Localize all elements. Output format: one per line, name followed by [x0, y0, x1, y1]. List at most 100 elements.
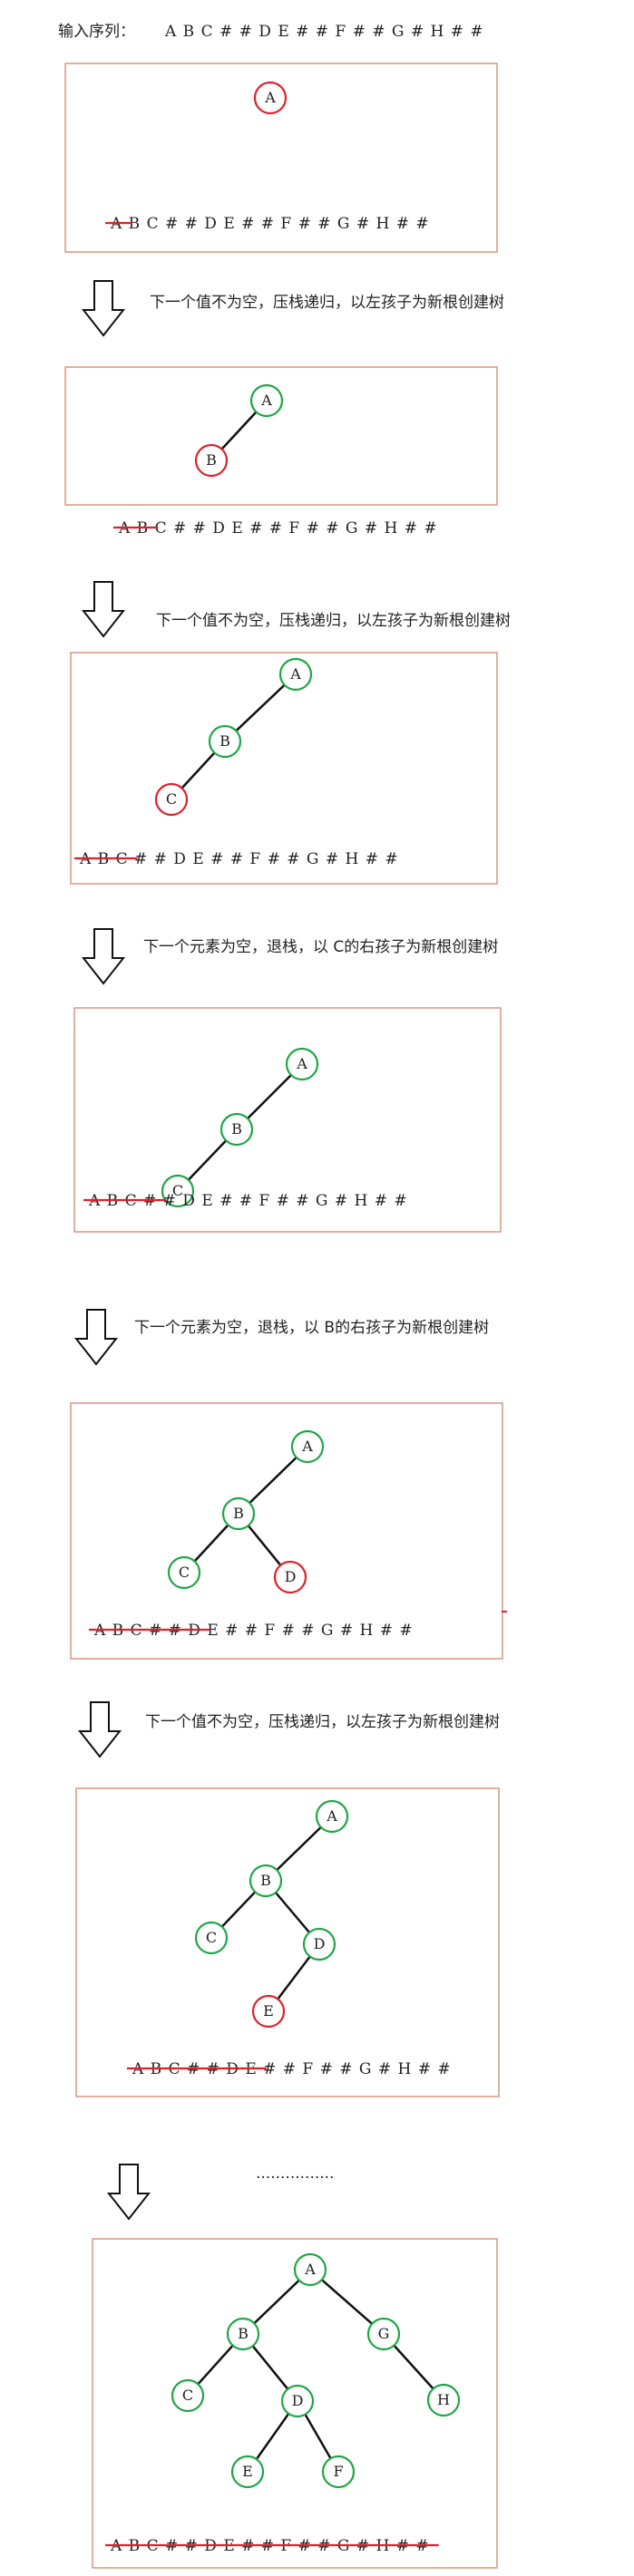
node-A: [315, 1799, 349, 1834]
node-D: [280, 2384, 315, 2418]
node-B: [221, 1496, 256, 1531]
step-sequence: A B C # # D E # # F # # G # H # #: [79, 850, 399, 868]
edge-A-B: [253, 2279, 300, 2325]
edge-B-C: [180, 751, 216, 789]
node-E: [230, 2455, 265, 2489]
node-label-C: C: [182, 2387, 193, 2404]
node-F: [321, 2455, 356, 2489]
node-C: [171, 2378, 205, 2413]
step-frame: [70, 1402, 503, 1660]
node-B: [194, 443, 229, 478]
node-label-A: A: [260, 392, 272, 409]
node-label-C: C: [172, 1182, 183, 1199]
node-label-H: H: [437, 2391, 450, 2408]
edge-B-D: [251, 2345, 289, 2390]
input-sequence-label: 输入序列：: [58, 23, 135, 41]
node-label-C: C: [166, 790, 177, 808]
node-B: [219, 1112, 254, 1147]
down-arrow-icon: [106, 2164, 151, 2221]
node-label-A: A: [301, 1438, 313, 1455]
node-label-C: C: [206, 1929, 217, 1946]
node-C: [167, 1555, 201, 1590]
edge-A-B: [220, 411, 258, 450]
step-frame: [92, 2238, 498, 2569]
edge-A-B: [235, 683, 286, 732]
node-label-B: B: [238, 2325, 249, 2342]
step-caption: 下一个元素为空，退栈，以 C的右孩子为新根创建树: [143, 938, 498, 956]
node-label-G: G: [378, 2325, 390, 2342]
step-caption: 下一个元素为空，退栈，以 B的右孩子为新根创建树: [134, 1319, 489, 1337]
step-frame: [70, 652, 498, 885]
node-label-F: F: [333, 2463, 343, 2480]
edge-D-F: [304, 2414, 332, 2459]
node-label-B: B: [206, 451, 217, 469]
node-label-B: B: [233, 1505, 244, 1522]
step-1: A A B C # # D E # # F # # G # H # #: [64, 63, 498, 253]
down-arrow-icon: [73, 1309, 119, 1366]
node-D: [273, 1560, 307, 1594]
node-label-E: E: [242, 2463, 253, 2480]
node-A: [285, 1047, 319, 1081]
down-arrow-icon: [81, 928, 126, 985]
node-label-A: A: [289, 665, 301, 683]
edge-B-C: [187, 1139, 228, 1181]
edge-A-B: [249, 1456, 297, 1505]
node-label-D: D: [285, 1568, 297, 1585]
step-frame: [73, 1007, 502, 1233]
step-frame: [64, 63, 498, 253]
edge-A-B: [247, 1074, 292, 1119]
edge-A-G: [320, 2279, 374, 2325]
node-label-A: A: [326, 1807, 337, 1825]
step-frame: [75, 1787, 500, 2097]
node-label-A: A: [304, 2261, 316, 2278]
node-C: [154, 782, 189, 817]
edge-B-C: [197, 2344, 234, 2386]
down-arrow-icon: [77, 1701, 122, 1758]
down-arrow-icon: [81, 581, 126, 638]
node-C: [161, 1174, 195, 1208]
steps-layer: AA B C # # D E # # F # # G # H # #下一个值不为…: [64, 63, 511, 2569]
step-2: 下一个值不为空，压栈递归，以左孩子为新根创建树 A B A B C # # D E #…: [64, 280, 504, 537]
node-B: [226, 2317, 260, 2351]
node-label-D: D: [314, 1935, 326, 1952]
step-caption: ................: [256, 2164, 334, 2183]
edge-D-E: [255, 2413, 290, 2460]
node-A: [278, 657, 313, 692]
node-A: [293, 2252, 327, 2287]
step-sequence: A B C # # D E # # F # # G # H # #: [118, 519, 438, 537]
edge-B-C: [220, 1891, 257, 1928]
node-A: [249, 383, 284, 418]
edge-D-E: [277, 1955, 311, 2000]
step-sequence: A B C # # D E # # F # # G # H # #: [110, 215, 430, 233]
step-4: 下一个元素为空，退栈，以 C的右孩子为新根创建树 A B CA B C # # D E…: [73, 928, 502, 1233]
node-label-B: B: [260, 1872, 271, 1889]
node-H: [426, 2383, 461, 2417]
down-arrow-icon: [81, 280, 126, 337]
step-frame: [64, 366, 498, 506]
node-B: [208, 724, 242, 759]
edge-B-D: [275, 1892, 310, 1933]
step-sequence: A B C # # D E # # F # # G # H # #: [132, 2060, 452, 2078]
edge-B-D: [247, 1525, 282, 1566]
node-B: [249, 1864, 283, 1898]
node-label-A: A: [264, 89, 276, 106]
node-label-A: A: [296, 1055, 307, 1072]
edge-A-B: [276, 1825, 322, 1872]
node-label-B: B: [219, 732, 230, 750]
node-G: [366, 2317, 401, 2351]
step-sequence: A B C # # D E # # F # # G # H # #: [88, 1192, 408, 1210]
step-caption: 下一个值不为空，压栈递归，以左孩子为新根创建树: [150, 294, 504, 312]
node-label-C: C: [179, 1564, 190, 1581]
node-label-D: D: [292, 2392, 304, 2409]
node-D: [302, 1927, 337, 1961]
edge-G-H: [393, 2344, 434, 2390]
node-E: [251, 1994, 286, 2029]
node-C: [194, 1921, 229, 1955]
edge-B-C: [193, 1524, 229, 1563]
node-label-B: B: [231, 1120, 242, 1138]
